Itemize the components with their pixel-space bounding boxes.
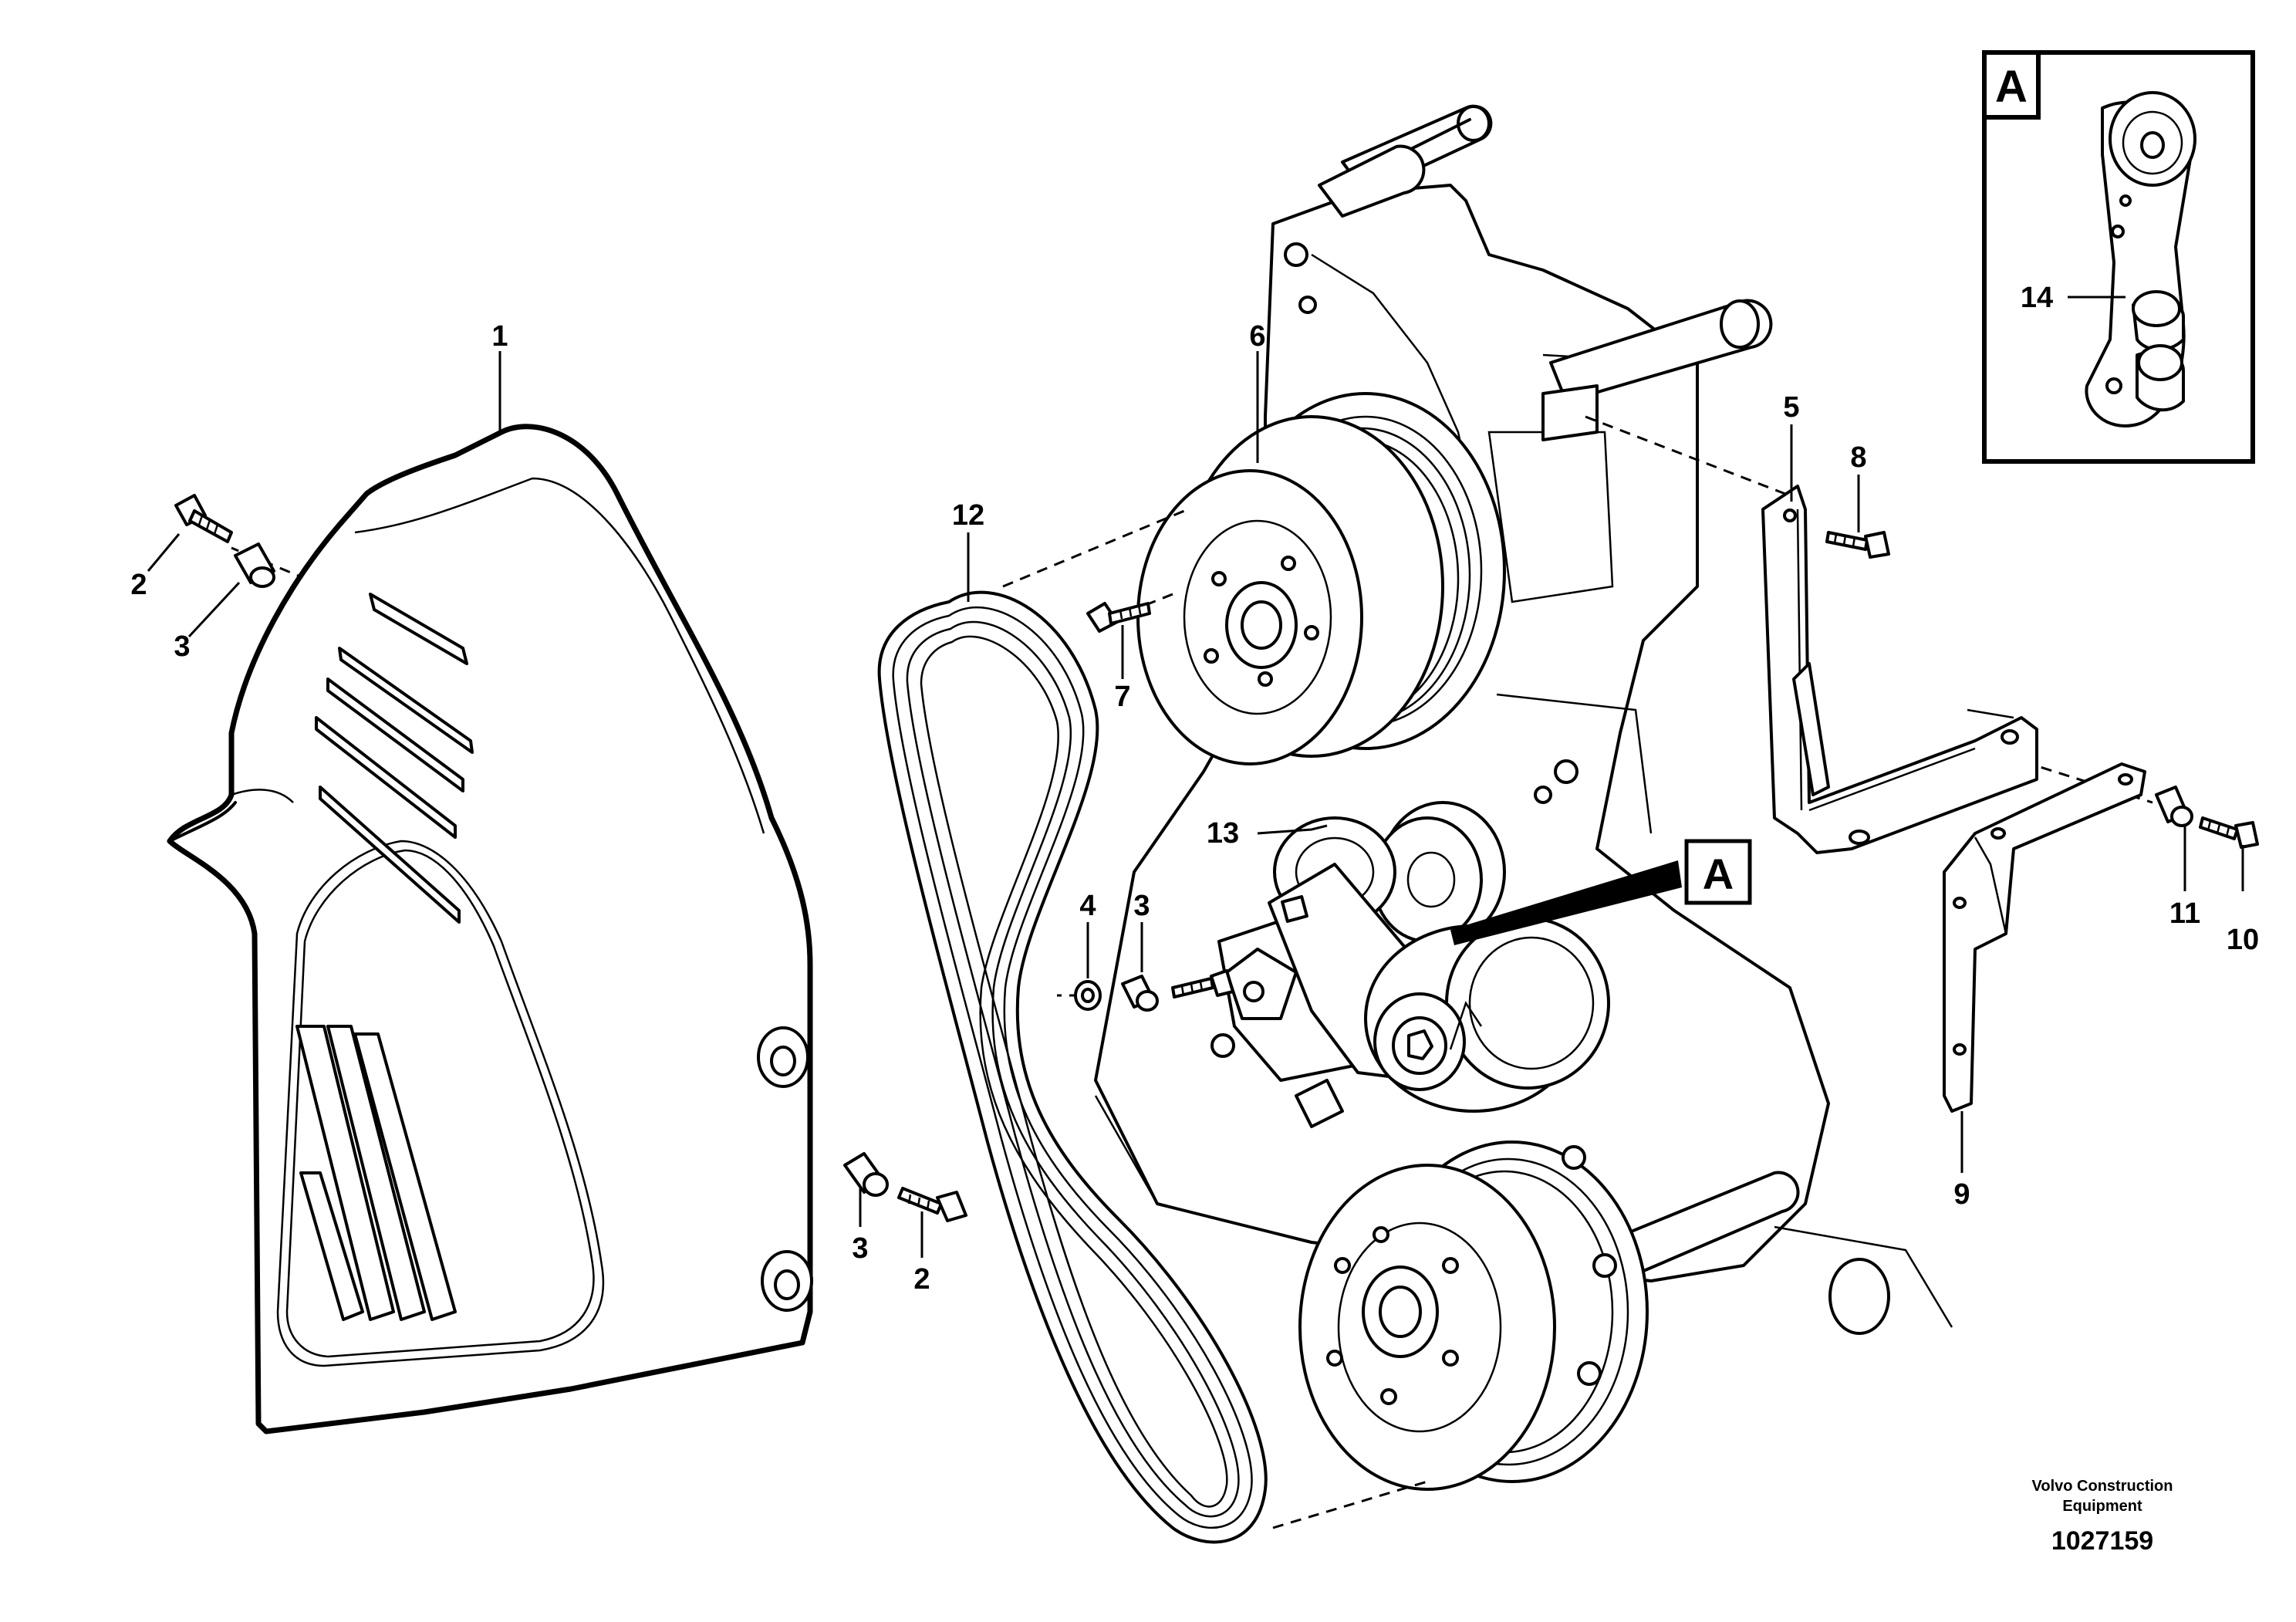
bolt-bracket	[1825, 531, 1890, 559]
callout-9: 9	[1953, 1178, 1970, 1211]
spacer-lower	[843, 1152, 889, 1197]
bracket-upper	[1761, 485, 2038, 854]
lower-pulley	[1298, 1140, 1649, 1491]
callout-8: 8	[1850, 441, 1866, 474]
detail-reference-label: A	[1703, 850, 1734, 898]
detail-view-label: A	[1995, 62, 2028, 112]
watermark-line-1: Volvo Construction	[2032, 1478, 2173, 1495]
callout-2-top: 2	[130, 569, 147, 601]
belt-cover	[167, 424, 813, 1434]
callout-3-top: 3	[174, 630, 190, 663]
detail-reference-a: A	[1450, 839, 1752, 945]
bolt-lower	[897, 1187, 967, 1222]
callout-labels: 1 2 3 3 2 12 6 7 13 4 3 5 8 9 11 10 14	[130, 282, 2259, 1296]
washer-tensioner	[1074, 980, 1102, 1011]
spacer-bracket	[2155, 786, 2193, 827]
bolt-tensioner	[1171, 969, 1234, 999]
bolt-bracket-lower	[2199, 816, 2259, 849]
detail-view-a: A	[1982, 50, 2255, 464]
callout-14: 14	[2021, 282, 2053, 314]
callout-3-tensioner: 3	[1133, 890, 1150, 922]
belt-tensioner	[1210, 816, 1610, 1128]
callout-5: 5	[1783, 391, 1799, 424]
publisher-watermark: Volvo Construction Equipment 1027159	[2032, 1478, 2173, 1556]
leader-lines	[147, 296, 2244, 1258]
poly-v-belt	[877, 590, 1268, 1544]
callout-11: 11	[2169, 897, 2200, 930]
callout-13: 13	[1207, 817, 1239, 850]
callout-4: 4	[1079, 890, 1096, 922]
illustration-number: 1027159	[2051, 1526, 2153, 1556]
spacer-tensioner	[1121, 975, 1159, 1012]
callout-7: 7	[1114, 681, 1130, 713]
spacer-top-left	[234, 542, 275, 588]
callout-3-lower: 3	[852, 1232, 868, 1265]
callout-10: 10	[2227, 924, 2259, 956]
callout-2-lower: 2	[913, 1263, 930, 1296]
callout-6: 6	[1249, 320, 1265, 353]
crankshaft-pulley	[1136, 392, 1506, 765]
detail-view-label-box	[1982, 50, 2041, 120]
bolt-top-left	[174, 494, 233, 543]
bracket-lower	[1943, 762, 2146, 1113]
callout-12: 12	[952, 499, 984, 532]
bolt-pulley	[1086, 602, 1151, 633]
callout-1: 1	[491, 320, 508, 353]
watermark-line-2: Equipment	[2062, 1498, 2142, 1515]
